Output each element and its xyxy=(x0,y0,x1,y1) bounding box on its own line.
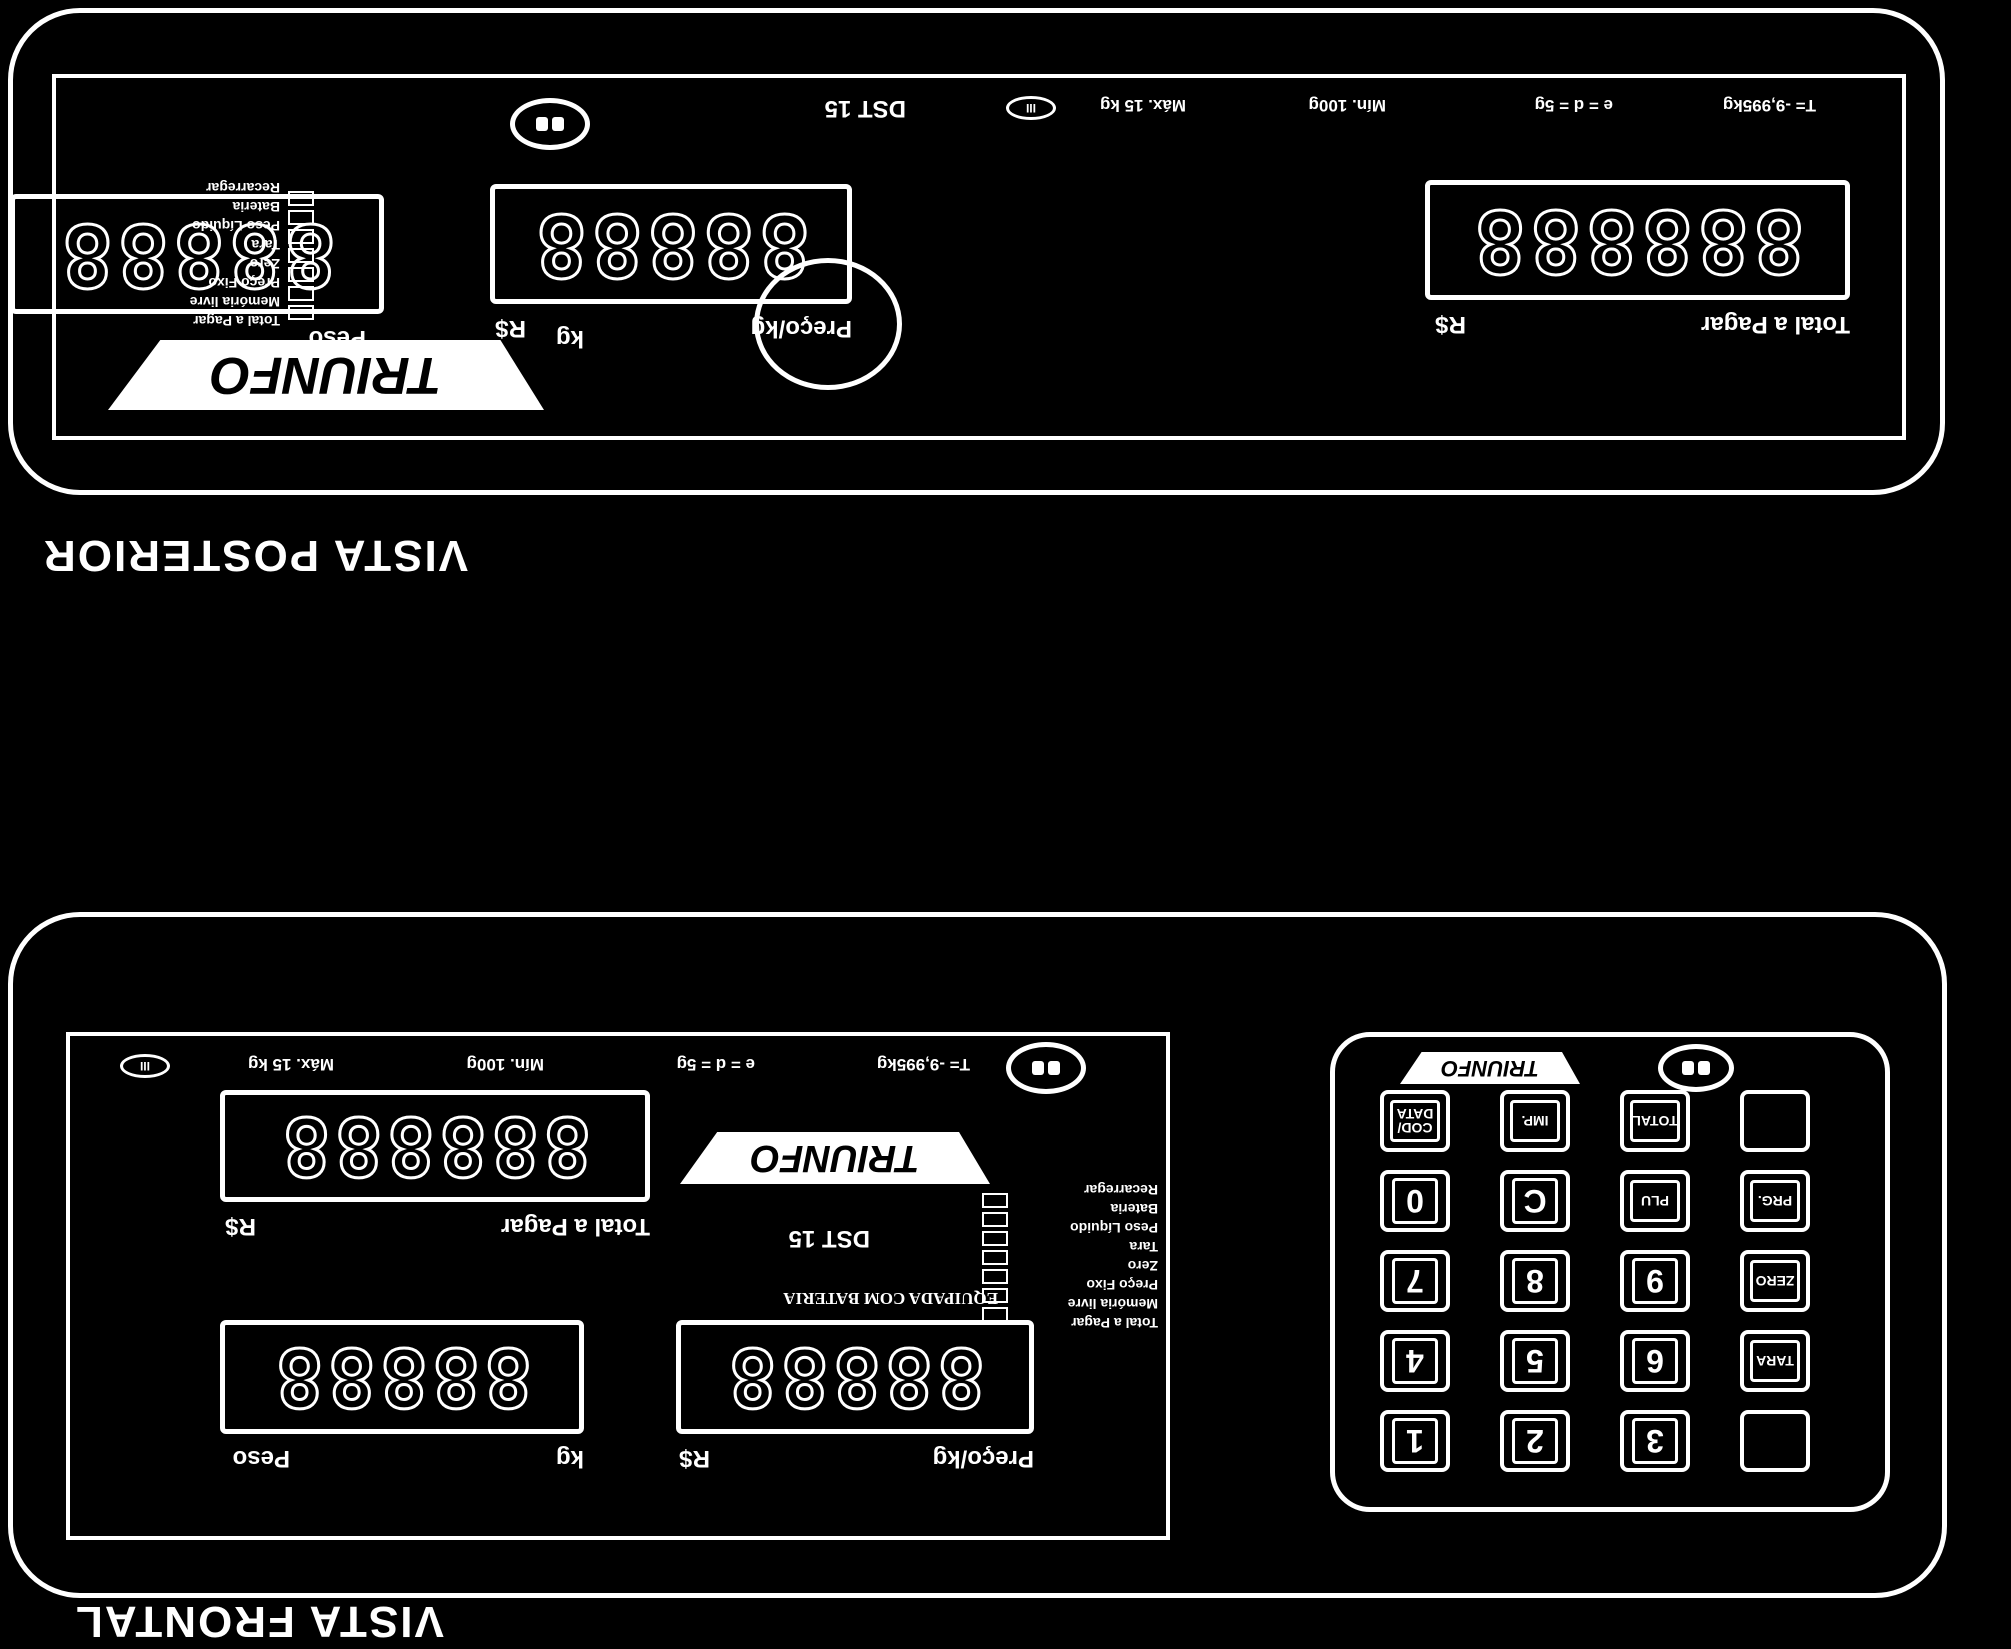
key-prg[interactable]: PRG. xyxy=(1740,1170,1810,1232)
rear-model: DST 15 xyxy=(824,95,906,122)
key-c[interactable]: C xyxy=(1500,1170,1570,1232)
front-indicator-memory: Memória livre xyxy=(1067,1296,1158,1312)
front-total-currency: R$ xyxy=(225,1213,256,1240)
front-total-display: 888888 xyxy=(220,1090,650,1202)
front-weight-label: Peso xyxy=(232,1445,290,1472)
rear-indicator-total: Total a Pagar xyxy=(193,313,280,329)
key-7[interactable]: 7 xyxy=(1380,1250,1450,1312)
key-4[interactable]: 4 xyxy=(1380,1330,1450,1392)
rear-total-display: 888888 xyxy=(1425,180,1850,300)
front-inmetro-mark-icon: III xyxy=(120,1054,170,1078)
key-cod-data[interactable]: COD/ DATA xyxy=(1380,1090,1450,1152)
key-6[interactable]: 6 xyxy=(1620,1330,1690,1392)
front-view-title: VISTA FRONTAL xyxy=(74,1597,444,1646)
keypad-seal-icon xyxy=(1658,1044,1734,1092)
rear-weight-unit: kg xyxy=(555,325,584,352)
rear-logo: TRIUNFO xyxy=(108,340,544,410)
rear-indicator-fixed: Preço Fixo xyxy=(208,275,280,291)
rear-total-label: Total a Pagar xyxy=(1701,311,1850,338)
front-spec-max: Máx. 15 kg xyxy=(248,1055,334,1074)
rear-indicator-battery: Bateria xyxy=(232,199,280,215)
key-3[interactable]: 3 xyxy=(1620,1410,1690,1472)
rear-total-currency: R$ xyxy=(1435,311,1466,338)
rear-view-title: VISTA POSTERIOR xyxy=(42,531,469,580)
key-imp[interactable]: IMP. xyxy=(1500,1090,1570,1152)
key-total[interactable]: TOTAL xyxy=(1620,1090,1690,1152)
front-total-label: Total a Pagar xyxy=(501,1213,650,1240)
rear-indicator-zero: Zero xyxy=(249,256,280,272)
front-price-digits: 88888 xyxy=(723,1329,987,1425)
keypad-keys: COD/ DATA IMP. TOTAL 0 C PLU PRG. 7 8 9 … xyxy=(1380,1090,1840,1490)
rear-indicator-net: Peso Líquido xyxy=(192,218,280,234)
rear-indicator-leds xyxy=(288,187,314,320)
rear-spec-max: Máx. 15 kg xyxy=(1100,96,1186,115)
front-panel-outline xyxy=(8,912,1947,1598)
rear-sensor-circle xyxy=(754,258,902,390)
rear-price-currency: R$ xyxy=(495,315,526,342)
key-tara[interactable]: TARA xyxy=(1740,1330,1810,1392)
front-weight-digits: 88888 xyxy=(270,1329,534,1425)
front-spec-e: e = d = 5g xyxy=(676,1055,755,1074)
front-indicator-total: Total a Pagar xyxy=(1071,1315,1158,1331)
front-indicator-zero: Zero xyxy=(1127,1258,1158,1274)
key-2[interactable]: 2 xyxy=(1500,1410,1570,1472)
front-indicator-fixed: Preço Fixo xyxy=(1086,1277,1158,1293)
rear-panel-outline xyxy=(8,8,1945,495)
front-spec-t: T= -9,995kg xyxy=(876,1055,970,1074)
keypad-logo: TRIUNFO xyxy=(1400,1052,1580,1084)
key-1[interactable]: 1 xyxy=(1380,1410,1450,1472)
front-price-display: 88888 xyxy=(676,1320,1034,1434)
rear-seal-icon xyxy=(510,98,590,150)
rear-price-digits: 88888 xyxy=(530,193,812,296)
front-indicator-battery: Bateria xyxy=(1110,1201,1158,1217)
front-weight-unit: kg xyxy=(555,1445,584,1472)
front-weight-display: 88888 xyxy=(220,1320,584,1434)
front-model: DST 15 xyxy=(788,1225,870,1252)
key-8[interactable]: 8 xyxy=(1500,1250,1570,1312)
key-9[interactable]: 9 xyxy=(1620,1250,1690,1312)
inmetro-mark-icon: III xyxy=(1006,96,1056,120)
front-total-digits: 888888 xyxy=(277,1098,593,1194)
front-price-label: Preço/kg xyxy=(932,1445,1034,1472)
rear-spec-e: e = d = 5g xyxy=(1534,96,1613,115)
front-display-panel: T= -9,995kg e = d = 5g Mín. 100g Máx. 15… xyxy=(66,1032,1170,1540)
key-plu[interactable]: PLU xyxy=(1620,1170,1690,1232)
key-zero[interactable]: ZERO xyxy=(1740,1250,1810,1312)
front-indicator-net: Peso Líquido xyxy=(1070,1220,1158,1236)
rear-indicator-memory: Memória livre xyxy=(189,294,280,310)
front-battery-note: EQUIPADA COM BATERIA xyxy=(783,1289,998,1308)
key-blank-top[interactable] xyxy=(1740,1090,1810,1152)
rear-indicator-labels: Total a Pagar Memória livre Preço Fixo Z… xyxy=(190,178,280,330)
rear-panel: T= -9,995kg e = d = 5g Mín. 100g Máx. 15… xyxy=(10,74,1906,440)
front-seal-icon xyxy=(1006,1042,1086,1094)
front-logo: TRIUNFO xyxy=(680,1132,990,1184)
front-price-currency: R$ xyxy=(679,1445,710,1472)
rear-indicator-recharge: Recarregar xyxy=(206,180,280,196)
front-indicator-tare: Tara xyxy=(1129,1239,1158,1255)
rear-total-digits: 888888 xyxy=(1469,189,1807,292)
front-indicator-recharge: Recarregar xyxy=(1084,1182,1158,1198)
front-indicator-leds xyxy=(982,1189,1008,1322)
front-spec-min: Mín. 100g xyxy=(466,1055,544,1074)
rear-spec-min: Mín. 100g xyxy=(1308,96,1386,115)
key-blank-bottom[interactable] xyxy=(1740,1410,1810,1472)
key-0[interactable]: 0 xyxy=(1380,1170,1450,1232)
rear-indicator-tare: Tara xyxy=(251,237,280,253)
rear-spec-t: T= -9,995kg xyxy=(1722,96,1816,115)
key-5[interactable]: 5 xyxy=(1500,1330,1570,1392)
front-indicator-labels: Total a Pagar Memória livre Preço Fixo Z… xyxy=(1068,1180,1158,1332)
